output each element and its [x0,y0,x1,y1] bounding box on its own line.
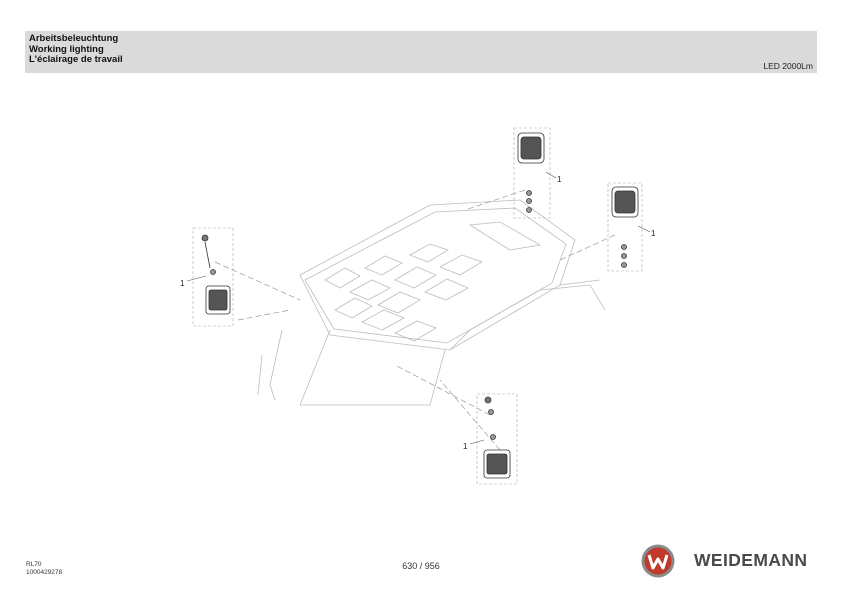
work-light-bottom [483,396,511,479]
document-number: 1000429278 [26,568,63,576]
title-english: Working lighting [29,43,104,55]
cab-roof [257,199,606,406]
work-light-right [611,186,639,268]
weidemann-w-logo-icon [641,544,675,578]
callout-right: 1 [651,229,656,238]
page-number: 630 / 956 [402,561,440,571]
callout-left: 1 [180,279,185,288]
callout-top: 1 [557,175,562,184]
work-light-left [201,234,231,315]
title-block: Arbeitsbeleuchtung Working lighting L'éc… [29,33,123,66]
page-header: Arbeitsbeleuchtung Working lighting L'éc… [25,31,817,73]
callout-leaders [186,171,651,445]
footer-model-info: RL70 1000429278 [26,561,62,576]
part-group-boxes [192,127,643,485]
assembly-guide-lines [214,189,616,451]
brand-name: WEIDEMANN [694,550,808,570]
variant-label: LED 2000Lm [763,61,813,71]
work-light-top [517,132,545,213]
callout-bottom: 1 [463,442,468,451]
title-french: L'éclairage de travail [29,54,123,65]
title-german: Arbeitsbeleuchtung [29,33,119,44]
model-code: RL70 [26,561,42,568]
